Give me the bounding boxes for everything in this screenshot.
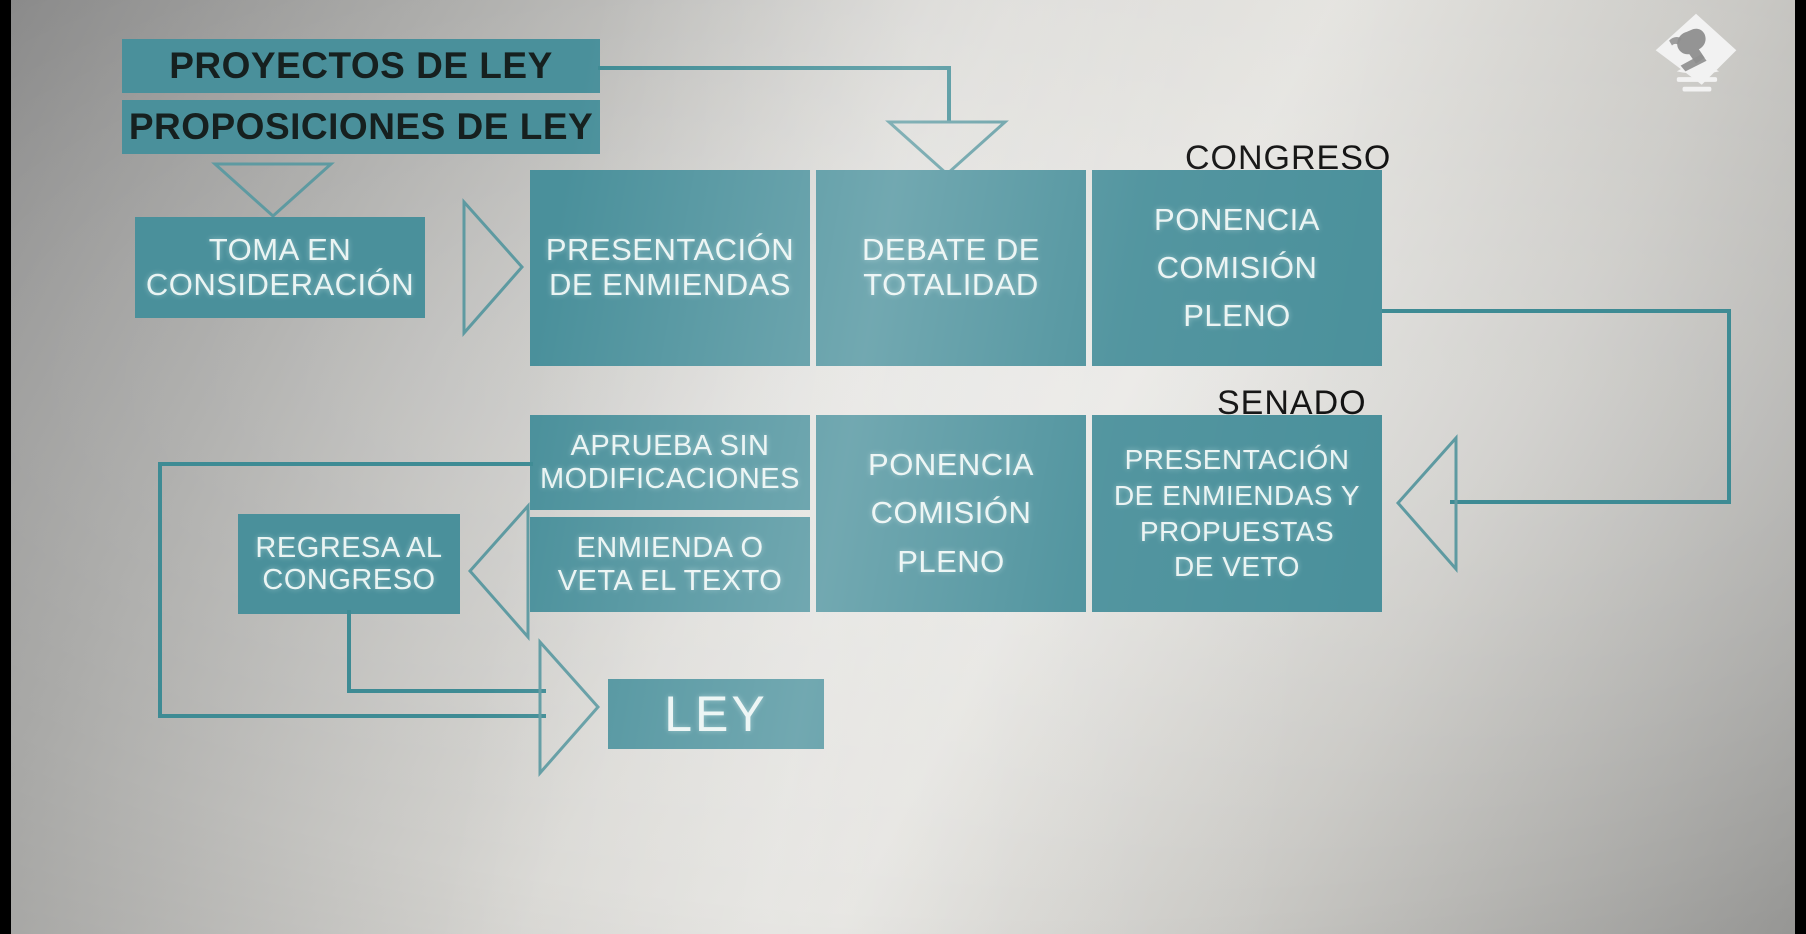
- node-label-line-1: PRESENTACIÓN: [1124, 443, 1350, 475]
- connector-proyectos-top: [598, 66, 951, 70]
- connector-congreso-out: [1382, 309, 1731, 313]
- node-label-line-2: COMISIÓN: [1156, 249, 1318, 285]
- slide-surface: PROYECTOS DE LEY PROPOSICIONES DE LEY CO…: [10, 0, 1796, 934]
- node-toma-en-consideracion: TOMA EN CONSIDERACIÓN: [135, 217, 425, 318]
- node-label-line-2: MODIFICACIONES: [540, 462, 800, 495]
- node-label: PROYECTOS DE LEY: [169, 45, 553, 87]
- node-label-line-1: PONENCIA: [1154, 201, 1320, 237]
- connector-proyectos-down: [947, 66, 951, 121]
- node-proposiciones-de-ley: PROPOSICIONES DE LEY: [122, 100, 600, 154]
- node-label-line-1: APRUEBA SIN: [570, 430, 770, 463]
- connector-aprueba-to-ley: [158, 714, 546, 718]
- node-label-line-3: PLENO: [1183, 298, 1291, 334]
- node-label-line-1: TOMA EN: [208, 231, 352, 267]
- node-label-line-2: VETA EL TEXTO: [557, 564, 783, 597]
- node-aprueba-sin-modificaciones: APRUEBA SIN MODIFICACIONES: [530, 415, 810, 510]
- node-label-line-2: DE ENMIENDAS Y: [1113, 479, 1361, 511]
- node-label-line-4: DE VETO: [1174, 551, 1300, 583]
- node-label-line-1: PRESENTACIÓN: [545, 232, 795, 268]
- connector-into-senado: [1450, 500, 1731, 504]
- node-debate-de-totalidad: DEBATE DE TOTALIDAD: [816, 170, 1086, 366]
- connector-regresa-to-ley: [347, 689, 546, 693]
- node-regresa-al-congreso: REGRESA AL CONGRESO: [238, 514, 460, 614]
- letterbox-right: [1795, 0, 1806, 934]
- arrow-right-to-ley: [538, 638, 601, 777]
- arrow-left-to-regresa: [467, 502, 530, 641]
- node-label-line-3: PLENO: [897, 543, 1005, 579]
- arrow-right-toma-to-presentacion: [462, 198, 525, 337]
- node-label: PROPOSICIONES DE LEY: [128, 106, 594, 148]
- node-ponencia-comision-pleno-senado: PONENCIA COMISIÓN PLENO: [816, 415, 1086, 612]
- gavel-diamond-logo: [1655, 13, 1737, 92]
- node-presentacion-de-enmiendas: PRESENTACIÓN DE ENMIENDAS: [530, 170, 810, 366]
- node-label-line-2: COMISIÓN: [870, 495, 1032, 531]
- node-label-line-2: DE ENMIENDAS: [549, 267, 791, 302]
- node-label-line-1: REGRESA AL: [255, 531, 443, 564]
- arrow-down-toma: [211, 162, 335, 219]
- node-label-line-3: PROPUESTAS: [1139, 515, 1335, 547]
- node-presentacion-enmiendas-propuestas-veto: PRESENTACIÓN DE ENMIENDAS Y PROPUESTAS D…: [1092, 415, 1382, 612]
- node-label-line-1: ENMIENDA O: [576, 532, 764, 565]
- connector-aprueba-left: [158, 462, 533, 466]
- node-proyectos-de-ley: PROYECTOS DE LEY: [122, 39, 600, 93]
- node-label-line-2: TOTALIDAD: [863, 267, 1039, 302]
- letterbox-left: [0, 0, 11, 934]
- node-label-line-1: PONENCIA: [868, 447, 1034, 483]
- node-label-line-1: DEBATE DE: [862, 232, 1040, 268]
- connector-regresa-down: [347, 610, 351, 693]
- node-label-line-2: CONSIDERACIÓN: [145, 266, 415, 302]
- connector-aprueba-down: [158, 462, 162, 718]
- node-ponencia-comision-pleno-congreso: PONENCIA COMISIÓN PLENO: [1092, 170, 1382, 366]
- node-enmienda-o-veta-el-texto: ENMIENDA O VETA EL TEXTO: [530, 517, 810, 612]
- node-ley: LEY: [608, 679, 824, 749]
- arrow-down-congreso: [885, 120, 1009, 177]
- node-label: LEY: [664, 686, 768, 742]
- node-label-line-2: CONGRESO: [262, 564, 436, 596]
- arrow-left-into-senado: [1395, 434, 1458, 573]
- connector-right-vertical: [1727, 309, 1731, 504]
